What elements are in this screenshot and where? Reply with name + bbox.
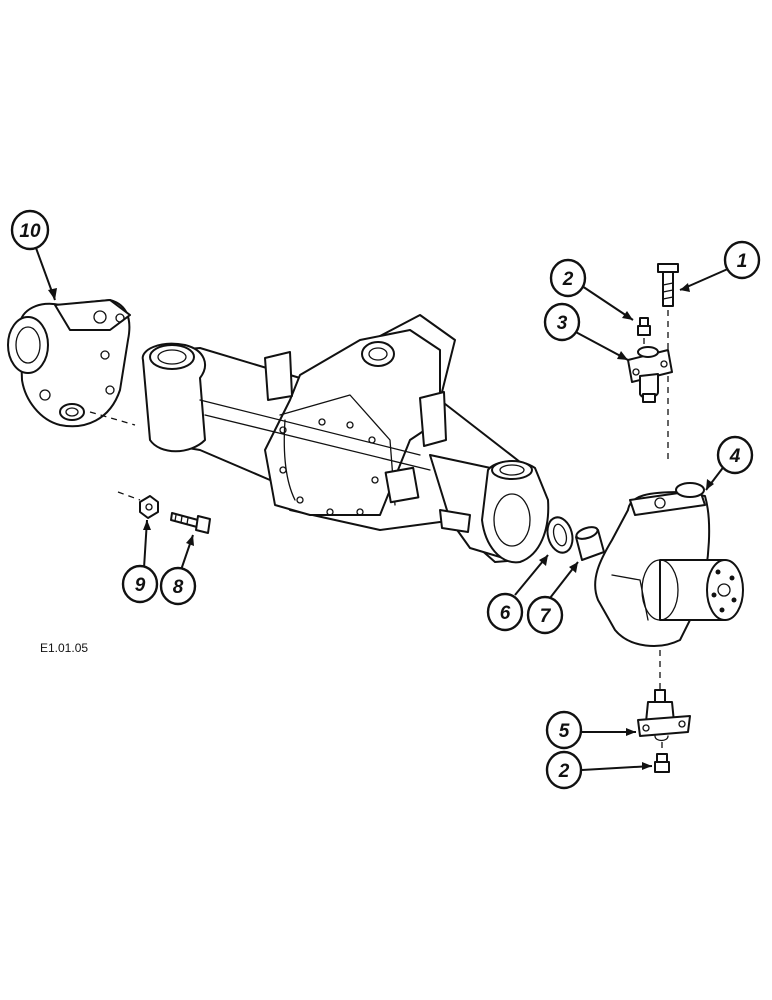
callout-2-lower: 2 [545, 750, 583, 790]
callout-7: 7 [526, 595, 564, 635]
callout-4: 4 [716, 435, 754, 475]
svg-text:2: 2 [558, 761, 570, 782]
svg-text:6: 6 [500, 603, 511, 624]
part-5-lower-kingpin [637, 689, 691, 742]
figure-reference-code: E1.01.05 [40, 641, 88, 655]
callout-9: 9 [121, 564, 159, 604]
svg-text:2: 2 [562, 269, 574, 290]
part-2-grease-nipple-lower [654, 742, 670, 773]
part-3-upper-kingpin [627, 346, 673, 403]
svg-text:3: 3 [557, 313, 568, 334]
svg-text:4: 4 [729, 446, 741, 467]
part-4-steering-knuckle [594, 482, 744, 647]
callout-1: 1 [723, 240, 761, 280]
svg-text:1: 1 [737, 251, 748, 272]
callout-10: 10 [10, 209, 50, 251]
callout-6: 6 [486, 592, 524, 632]
axle-housing [141, 314, 550, 564]
part-8-bolt [170, 512, 211, 534]
leader-lines [35, 247, 731, 771]
svg-text:5: 5 [559, 721, 570, 742]
svg-text:7: 7 [540, 606, 552, 627]
svg-text:8: 8 [173, 577, 184, 598]
part-2-grease-nipple-upper [637, 317, 651, 348]
part-1-bolt [657, 263, 679, 307]
svg-text:10: 10 [19, 221, 41, 242]
callout-5: 5 [545, 710, 583, 750]
part-7-bushing [575, 526, 605, 561]
callout-2-upper: 2 [549, 258, 587, 298]
svg-text:9: 9 [135, 575, 146, 596]
final-drive-housing [7, 299, 136, 428]
callout-3: 3 [543, 302, 581, 342]
part-9-nut [117, 491, 159, 519]
part-6-seal [546, 516, 574, 554]
callout-8: 8 [159, 566, 197, 606]
